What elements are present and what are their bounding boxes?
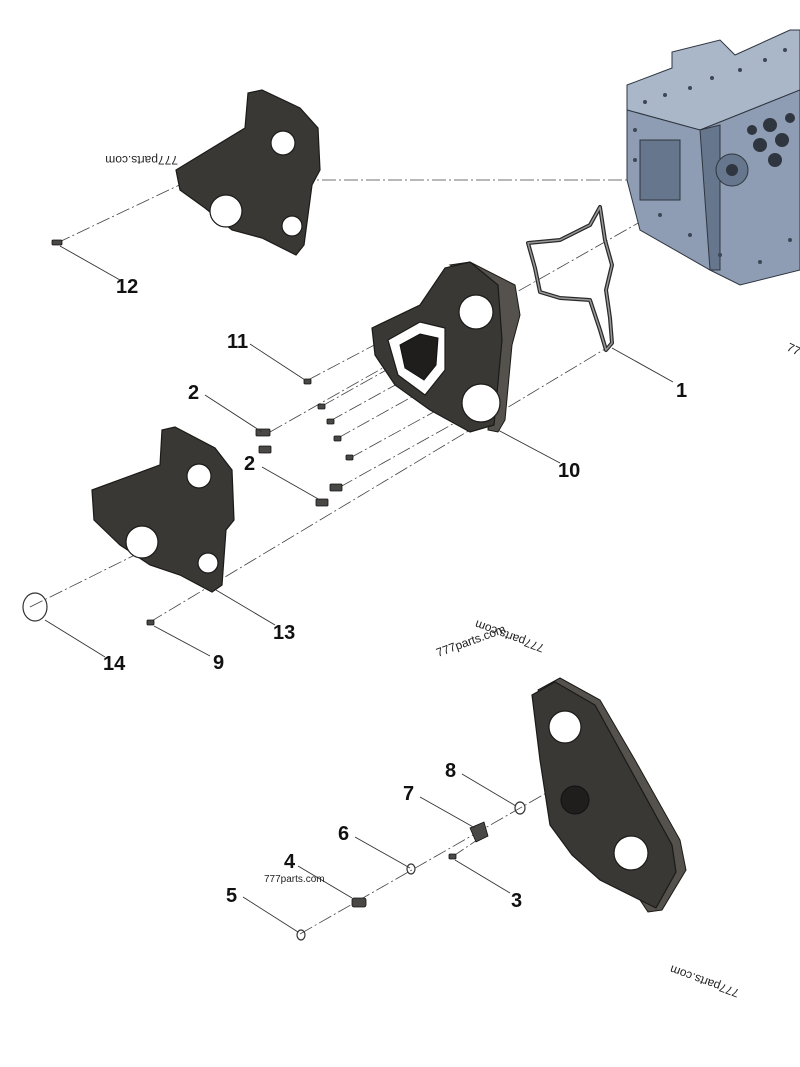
callout-11: 11 [227, 331, 248, 353]
watermark-4: 777parts.com [264, 874, 325, 885]
callout-8: 8 [445, 760, 456, 782]
callout-7: 7 [403, 783, 414, 805]
callout-labels: 1 2 2 3 4 5 6 7 8 9 10 11 12 13 14 [103, 276, 687, 912]
callout-6: 6 [338, 823, 349, 845]
gear-housing-part-10 [371, 261, 521, 433]
gasket-part-1 [526, 205, 614, 352]
watermark-3: 777parts.com [434, 622, 507, 660]
watermark-5: 777parts.com [668, 962, 741, 1000]
callout-13: 13 [273, 622, 295, 644]
lower-housing [531, 677, 687, 913]
bolts-and-fasteners [51, 239, 489, 908]
callout-12: 12 [116, 276, 138, 298]
sealing-rings [22, 592, 526, 941]
watermark-6: 777parts.com [785, 340, 800, 383]
watermark-1: 777parts.com [105, 153, 178, 167]
callout-2-lower: 2 [244, 453, 255, 475]
callout-1: 1 [676, 380, 687, 402]
callout-4: 4 [284, 851, 296, 873]
callout-5: 5 [226, 885, 237, 907]
callout-14: 14 [103, 653, 126, 675]
cover-plate-part-12 [175, 89, 321, 256]
callout-3: 3 [511, 890, 522, 912]
callout-2-upper: 2 [188, 382, 199, 404]
leader-lines [44, 245, 674, 933]
callout-10: 10 [558, 460, 580, 482]
callout-9: 9 [213, 652, 224, 674]
cover-plate-part-13 [91, 426, 235, 593]
engine-block [626, 29, 800, 286]
